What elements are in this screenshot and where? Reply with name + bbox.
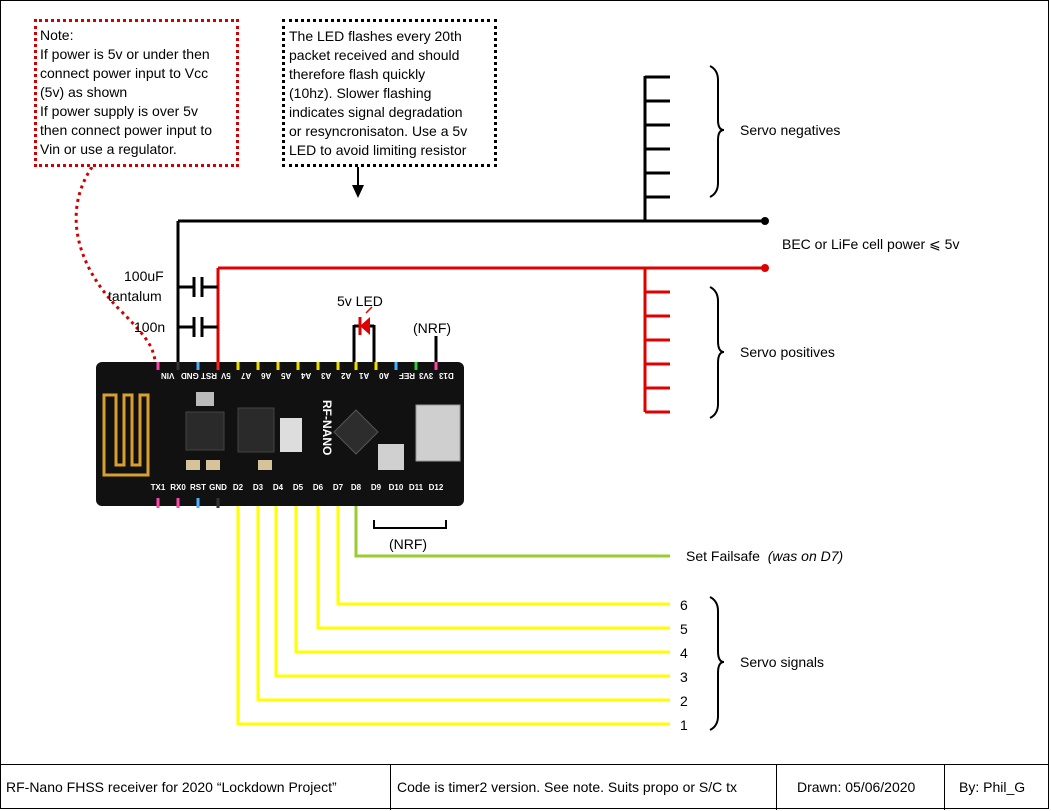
pin-label-bottom: D4 bbox=[273, 483, 284, 492]
capacitor-tantalum bbox=[178, 277, 218, 297]
power-note-line: If power is 5v or under then bbox=[40, 46, 210, 62]
pin-label-bottom: GND bbox=[209, 483, 227, 492]
set-failsafe-note: (was on D7) bbox=[767, 548, 844, 564]
pin-label-top: RST bbox=[201, 371, 217, 380]
pin-label-bottom: D11 bbox=[409, 483, 424, 492]
led-symbol bbox=[352, 306, 376, 368]
servo-negatives-brace bbox=[709, 65, 725, 198]
led-note-line: The LED flashes every 20th bbox=[289, 28, 462, 44]
set-failsafe-label: Set Failsafe (was on D7) bbox=[686, 548, 843, 564]
power-note-line: then connect power input to bbox=[40, 122, 213, 138]
power-note-line: Note: bbox=[40, 27, 74, 43]
header-pins-bottom bbox=[156, 498, 220, 508]
board-name-label: RF-NANO bbox=[320, 400, 334, 455]
cap-tantalum-label-2: tantalum bbox=[108, 288, 162, 304]
pin-label-bottom: D9 bbox=[371, 483, 382, 492]
nrf-bottom-label: (NRF) bbox=[389, 536, 428, 552]
failsafe-wire bbox=[354, 506, 670, 558]
pin-label-top: A6 bbox=[260, 371, 271, 380]
footer-by: By: Phil_G bbox=[959, 779, 1026, 795]
servo-positives-label: Servo positives bbox=[740, 344, 835, 360]
pin-label-bottom: D3 bbox=[253, 483, 264, 492]
pin-label-top: VIN bbox=[161, 371, 175, 380]
pin-label-top: GND bbox=[181, 371, 199, 380]
rf-nano-board bbox=[96, 362, 464, 506]
pin-label-bottom: D10 bbox=[389, 483, 404, 492]
led-note-arrow-head bbox=[352, 185, 364, 198]
power-note-line: connect power input to Vcc bbox=[40, 65, 209, 81]
power-note-line: (5v) as shown bbox=[40, 84, 128, 100]
signal-number-3: 3 bbox=[680, 669, 688, 685]
pin-label-bottom: D5 bbox=[293, 483, 304, 492]
led-label: 5v LED bbox=[337, 293, 383, 309]
pin-label-top: A7 bbox=[240, 371, 251, 380]
pin-label-top: A0 bbox=[378, 371, 389, 380]
bec-power-label: BEC or LiFe cell power ⩽ 5v bbox=[782, 236, 960, 252]
footer-drawn: Drawn: 05/06/2020 bbox=[777, 765, 945, 810]
signal-number-4: 4 bbox=[680, 645, 688, 661]
pin-label-top: 3V3 bbox=[418, 371, 433, 380]
pin-label-top: A3 bbox=[320, 371, 331, 380]
cap-100n-label: 100n bbox=[134, 319, 166, 335]
set-failsafe-text: Set Failsafe bbox=[686, 548, 760, 564]
cap-tantalum-label-1: 100uF bbox=[124, 268, 164, 284]
signal-number-2: 2 bbox=[680, 693, 688, 709]
footer-title: RF-Nano FHSS receiver for 2020 “Lockdown… bbox=[0, 765, 391, 810]
signal-number-1: 1 bbox=[680, 717, 688, 733]
led-note-line: (10hz). Slower flashing bbox=[289, 85, 432, 101]
pin-label-bottom: D8 bbox=[351, 483, 362, 492]
negative-bus bbox=[176, 75, 769, 368]
pin-label-bottom: RST bbox=[190, 483, 206, 492]
capacitor-100n bbox=[178, 317, 218, 337]
pin-label-top: A1 bbox=[358, 371, 369, 380]
led-note-line: packet received and should bbox=[289, 47, 460, 63]
footer-code-note: Code is timer2 version. See note. Suits … bbox=[391, 765, 777, 810]
positive-bus bbox=[216, 264, 769, 414]
pin-label-top: REF bbox=[399, 371, 415, 380]
led-note-line: indicates signal degradation bbox=[289, 104, 463, 120]
power-note-line: If power supply is over 5v bbox=[40, 103, 198, 119]
pin-label-bottom: RX0 bbox=[170, 483, 186, 492]
pin-label-bottom: D7 bbox=[333, 483, 344, 492]
nrf-top-label: (NRF) bbox=[413, 320, 452, 336]
pin-label-bottom: TX1 bbox=[151, 483, 166, 492]
pin-label-top: D13 bbox=[438, 371, 453, 380]
led-note-line: or resyncronisaton. Use a 5v bbox=[289, 123, 468, 139]
header-pins-top bbox=[156, 362, 438, 370]
pin-label-top: A5 bbox=[280, 371, 291, 380]
pin-label-bottom: D6 bbox=[313, 483, 324, 492]
servo-negatives-label: Servo negatives bbox=[740, 122, 841, 138]
signal-number-5: 5 bbox=[680, 621, 688, 637]
pin-label-top: A2 bbox=[340, 371, 351, 380]
power-note: Note: If power is 5v or under then conne… bbox=[34, 19, 239, 167]
servo-signal-wires bbox=[236, 506, 670, 726]
pin-label-bottom: D2 bbox=[233, 483, 244, 492]
nrf-bottom-bracket bbox=[373, 520, 447, 529]
led-note-line: therefore flash quickly bbox=[289, 66, 426, 82]
pin-label-top: 5V bbox=[220, 371, 230, 380]
servo-signals-brace bbox=[709, 596, 725, 731]
power-note-line: Vin or use a regulator. bbox=[40, 141, 177, 157]
title-block: RF-Nano FHSS receiver for 2020 “Lockdown… bbox=[0, 764, 1049, 810]
servo-signals-label: Servo signals bbox=[740, 654, 825, 670]
pin-label-top: A4 bbox=[300, 371, 311, 380]
led-note: The LED flashes every 20th packet receiv… bbox=[282, 19, 497, 167]
servo-positives-brace bbox=[709, 286, 725, 419]
pin-label-bottom: D12 bbox=[429, 483, 444, 492]
led-note-line: LED to avoid limiting resistor bbox=[289, 142, 467, 158]
signal-number-6: 6 bbox=[680, 597, 688, 613]
